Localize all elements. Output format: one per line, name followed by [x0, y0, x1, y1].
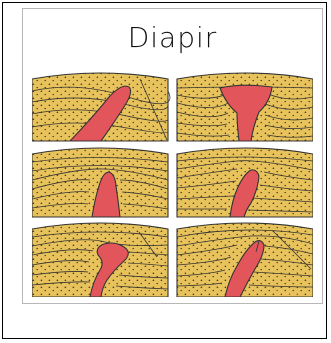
panel-2	[177, 73, 313, 141]
diapir-diagram	[32, 69, 313, 297]
panel-1	[32, 73, 170, 141]
panel-6	[177, 223, 313, 297]
diapir-card: Diapir	[22, 8, 323, 304]
panel-5	[32, 223, 168, 297]
panel-3	[32, 148, 168, 217]
content-frame: Diapir	[2, 2, 327, 339]
watermark-text: illustri	[274, 290, 300, 298]
diagram-title: Diapir	[23, 21, 322, 54]
panel-4	[177, 148, 313, 217]
